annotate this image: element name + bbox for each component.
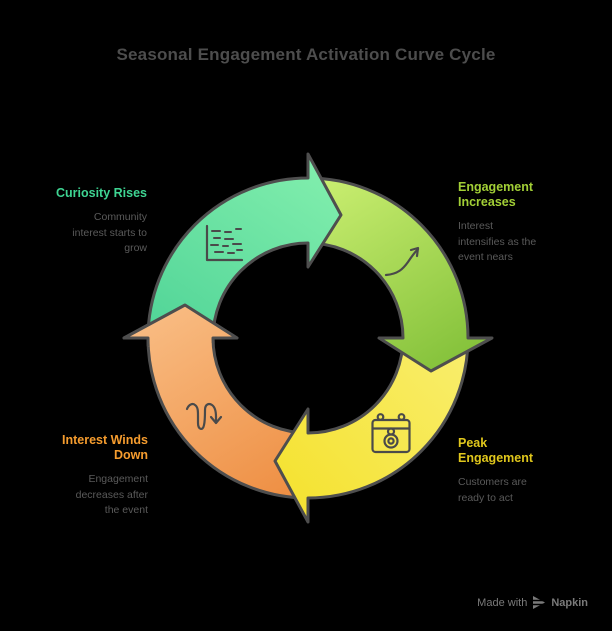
cycle-segment-curiosity-rises (146, 152, 343, 340)
page-title: Seasonal Engagement Activation Curve Cyc… (116, 45, 496, 64)
napkin-brand-text: Napkin (551, 596, 588, 609)
scatter-chart-icon (205, 224, 244, 262)
made-with-napkin-credit: Made with Napkin (477, 595, 588, 610)
growth-curve-icon (384, 246, 420, 277)
step-title: Engagement Increases (458, 180, 534, 209)
step-label-peak-engagement: Peak Engagement Customers are ready to a… (458, 436, 572, 506)
napkin-play-icon (532, 596, 546, 609)
step-title: Interest Winds Down (61, 433, 148, 462)
step-title: Peak Engagement (458, 436, 534, 465)
step-description: Engagement decreases after the event (75, 473, 148, 516)
step-label-curiosity-rises: Curiosity Rises Community interest start… (35, 186, 147, 257)
made-with-text: Made with (477, 596, 528, 609)
calendar-reminder-icon (371, 413, 411, 454)
step-description: Interest intensifies as the event nears (458, 220, 537, 263)
cycle-icons (185, 224, 420, 454)
cycle-segment-engagement-increases (306, 176, 494, 373)
cycle-segments (122, 152, 494, 524)
step-title: Curiosity Rises (55, 186, 147, 200)
step-label-interest-winds-down: Interest Winds Down Engagement decreases… (26, 433, 148, 519)
step-description: Customers are ready to act (458, 476, 527, 504)
step-description: Community interest starts to grow (72, 211, 147, 254)
cycle-segment-interest-winds-down-arrowhead (122, 303, 308, 349)
step-label-engagement-increases: Engagement Increases Interest intensifie… (458, 180, 572, 266)
winding-path-icon (185, 402, 223, 430)
